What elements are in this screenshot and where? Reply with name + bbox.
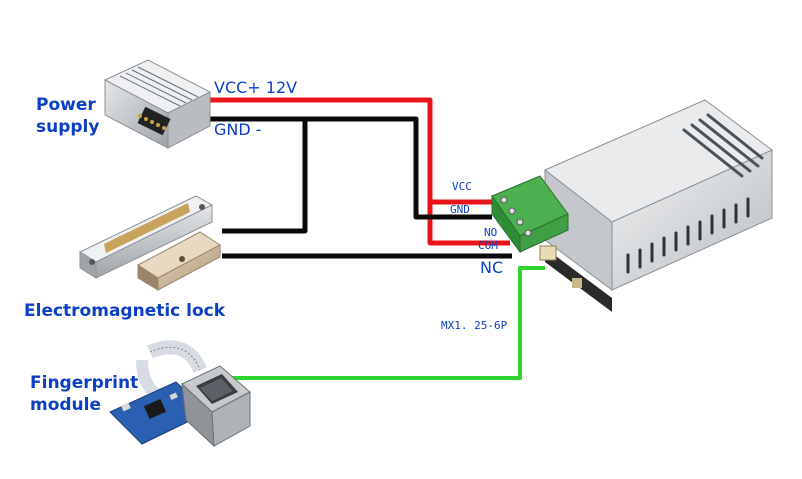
controller-box (491, 99, 773, 312)
gnd-wire-label: GND - (214, 120, 262, 139)
fingerprint-module-label: Fingerprint module (30, 373, 139, 415)
terminal-no-label: NO (484, 226, 498, 239)
power-supply-label: Power supply (36, 95, 100, 137)
electromagnetic-lock-device (78, 195, 221, 291)
terminal-com-label: COM (478, 239, 498, 252)
terminal-vcc-label: VCC (452, 180, 472, 193)
vcc-wire-label: VCC+ 12V (214, 78, 298, 97)
gnd-wire (208, 116, 492, 220)
vcc-wire (208, 97, 492, 205)
nc-wire-label: NC (480, 258, 504, 277)
fingerprint-module-device (109, 340, 251, 448)
connector-label: MX1. 25-6P (441, 319, 508, 332)
data-wire (228, 266, 545, 380)
electromagnetic-lock-label: Electromagnetic lock (24, 301, 226, 321)
terminal-gnd-label: GND (450, 203, 470, 216)
lock-gnd-wire (222, 119, 308, 234)
wires (208, 97, 545, 380)
power-supply-device (103, 59, 212, 149)
